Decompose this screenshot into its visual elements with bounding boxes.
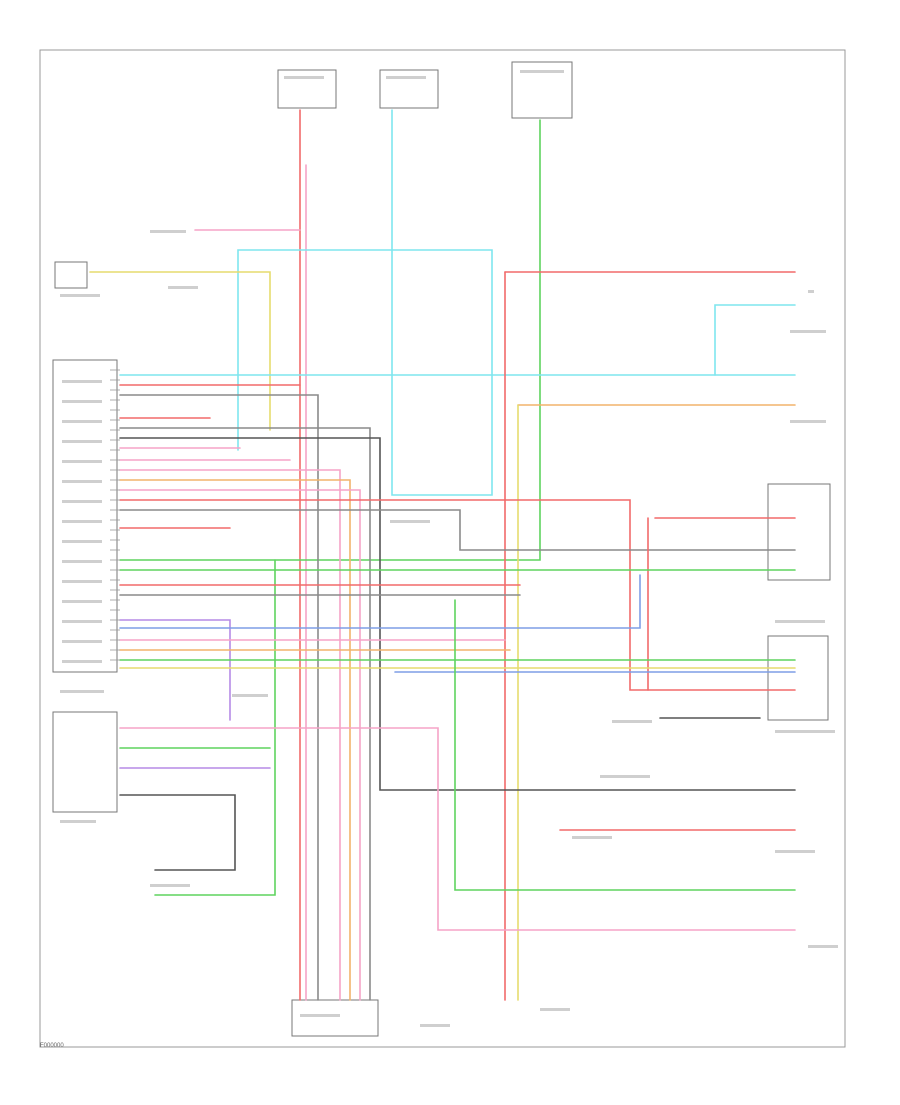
wire-pink-vertical [119,469,341,1001]
wire-cyan-loop [237,109,493,496]
label-mark [386,76,426,79]
label-mark [62,600,102,603]
label-mark [62,540,102,543]
label-mark [540,1008,570,1011]
label-mark [62,660,102,663]
right-switch-box [767,483,831,581]
label-mark [62,640,102,643]
label-mark [520,70,564,73]
fuse-box-middle [379,69,439,109]
label-mark [60,820,96,823]
wire-green-890 [454,599,796,891]
label-mark [62,480,102,483]
label-mark [232,694,268,697]
label-mark [612,720,652,723]
label-mark [790,420,826,423]
label-marks [60,70,838,1027]
label-mark [62,380,102,383]
label-mark [62,420,102,423]
label-mark [808,290,814,293]
diagram-frame [39,49,846,1048]
wire-dark-795 [119,794,236,871]
wire-orange-vertical [119,479,351,1001]
label-mark [62,440,102,443]
module-pins [110,369,120,661]
label-mark [775,620,825,623]
wire-green-main [119,119,541,561]
wire-violet-1 [119,619,231,721]
label-mark [150,884,190,887]
wire-gray-2 [119,427,371,1001]
label-mark [60,294,100,297]
main-control-module [52,359,118,673]
wire-pink-lower-left [119,727,796,931]
fuse-box-left [277,69,337,109]
wire-dark-1 [119,437,796,791]
wire-gray-right [119,509,796,551]
left-connector [54,261,88,289]
label-mark [572,836,612,839]
wire-green-left [154,559,276,896]
wire-blue-1 [119,574,641,629]
wire-cyan-right [714,304,796,376]
right-sensor-box [767,635,829,721]
label-mark [150,230,186,233]
label-mark [284,76,324,79]
lower-left-module [52,711,118,813]
label-mark [62,460,102,463]
label-mark [60,690,104,693]
fuse-box-right [511,61,573,119]
wire-pink-v2 [119,489,361,1001]
label-mark [790,330,826,333]
wire-group [89,109,796,1001]
label-mark [390,520,430,523]
label-mark [62,500,102,503]
label-mark [775,850,815,853]
label-mark [420,1024,450,1027]
label-mark [775,730,835,733]
label-mark [62,520,102,523]
bottom-control-box [291,999,379,1037]
wire-yellow-top [89,271,271,431]
label-mark [62,400,102,403]
label-mark [808,945,838,948]
label-mark [168,286,198,289]
label-mark [62,620,102,623]
wire-red-right-lower [119,499,796,691]
label-mark [300,1014,340,1017]
figure-footnote: F000000 [40,1043,64,1049]
label-mark [62,560,102,563]
label-mark [62,580,102,583]
label-mark [600,775,650,778]
wire-gray-1 [119,394,319,1001]
